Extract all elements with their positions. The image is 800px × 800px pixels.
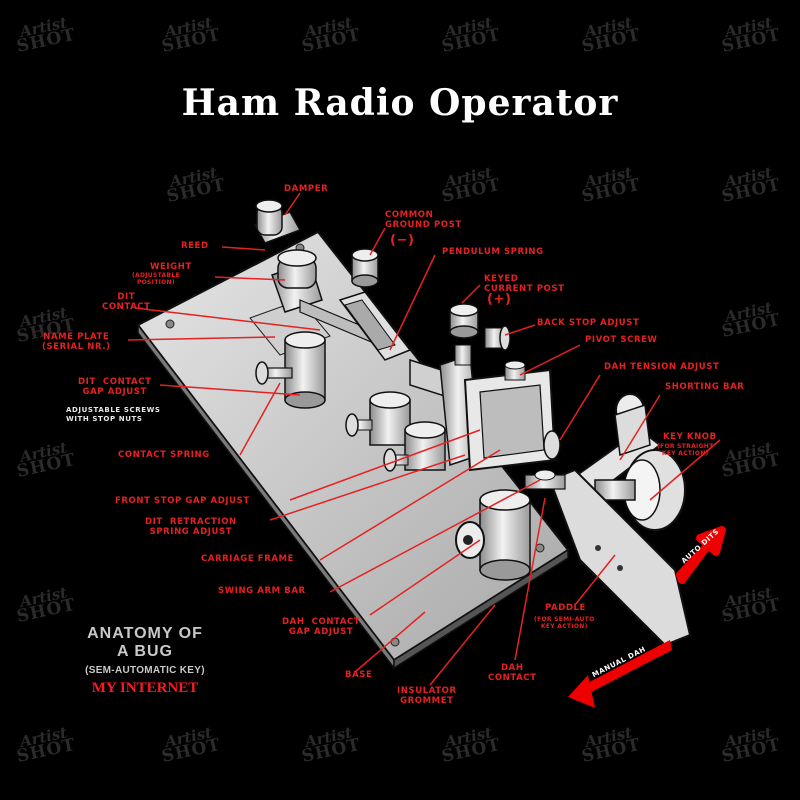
label-key-knob-note: (FOR STRAIGHT KEY ACTION) [657, 443, 714, 457]
label-name-plate: NAME PLATE (SERIAL NR.) [42, 332, 111, 352]
label-reed: REED [181, 241, 209, 251]
label-common-ground-post: COMMON GROUND POST [385, 210, 462, 230]
anatomy-line1: ANATOMY OF [87, 625, 203, 642]
label-dit-contact-gap-adjust: DIT CONTACT GAP ADJUST [78, 377, 152, 397]
label-carriage-frame: CARRIAGE FRAME [201, 554, 294, 564]
label-base: BASE [345, 670, 373, 680]
label-dah-tension-adjust: DAH TENSION ADJUST [604, 362, 720, 372]
carriage-frame [409, 344, 557, 472]
label-back-stop-adjust: BACK STOP ADJUST [537, 318, 640, 328]
label-weight: WEIGHT [150, 262, 192, 272]
back-stop [484, 325, 511, 351]
label-pendulum-spring: PENDULUM SPRING [442, 247, 544, 257]
anatomy-line2: A BUG [117, 643, 173, 660]
leader-lines [127, 192, 721, 686]
anatomy-caption: ANATOMY OF A BUG (SEM-AUTOMATIC KEY) MY … [30, 625, 260, 697]
paddle [548, 468, 692, 647]
label-keyed-current-post: KEYED CURRENT POST [484, 274, 565, 294]
ground-post [351, 248, 379, 288]
current-post [449, 303, 479, 339]
anatomy-line4: MY INTERNET [91, 680, 199, 696]
label-current-sign: (+) [487, 292, 512, 307]
pendulum-assembly [253, 199, 412, 361]
label-dah-contact: DAH CONTACT [488, 663, 537, 683]
poster-title: Ham Radio Operator [181, 82, 619, 124]
label-dah-contact-gap-adjust: DAH CONTACT GAP ADJUST [282, 617, 361, 637]
label-dit-contact: DIT CONTACT [102, 292, 151, 312]
label-key-knob: KEY KNOB [663, 432, 717, 442]
dit-contact-pillar [255, 331, 326, 409]
label-insulator-grommet: INSULATOR GROMMET [397, 686, 457, 706]
auto-dits-arrow [676, 526, 726, 584]
manual-dah-arrow [568, 640, 672, 708]
label-paddle-note: (FOR SEMI-AUTO KEY ACTION) [534, 616, 595, 630]
label-paddle: PADDLE [545, 603, 586, 613]
label-swing-arm-bar: SWING ARM BAR [218, 586, 306, 596]
key-knob [594, 449, 686, 531]
anatomy-line3: (SEM-AUTOMATIC KEY) [85, 665, 205, 676]
label-adjustable-screws: ADJUSTABLE SCREWS WITH STOP NUTS [66, 406, 161, 423]
label-ground-sign: (−) [390, 233, 415, 248]
shorting-bar-assembly [543, 393, 662, 500]
label-contact-spring: CONTACT SPRING [118, 450, 210, 460]
label-weight-note: (ADJUSTABLE POSITION) [132, 272, 180, 286]
label-damper: DAMPER [284, 184, 329, 194]
label-dit-retraction: DIT RETRACTION SPRING ADJUST [145, 517, 237, 537]
label-pivot-screw: PIVOT SCREW [585, 335, 658, 345]
dah-contact-pillar [455, 469, 566, 581]
label-front-stop-gap-adjust: FRONT STOP GAP ADJUST [115, 496, 250, 506]
label-shorting-bar: SHORTING BAR [665, 382, 745, 392]
